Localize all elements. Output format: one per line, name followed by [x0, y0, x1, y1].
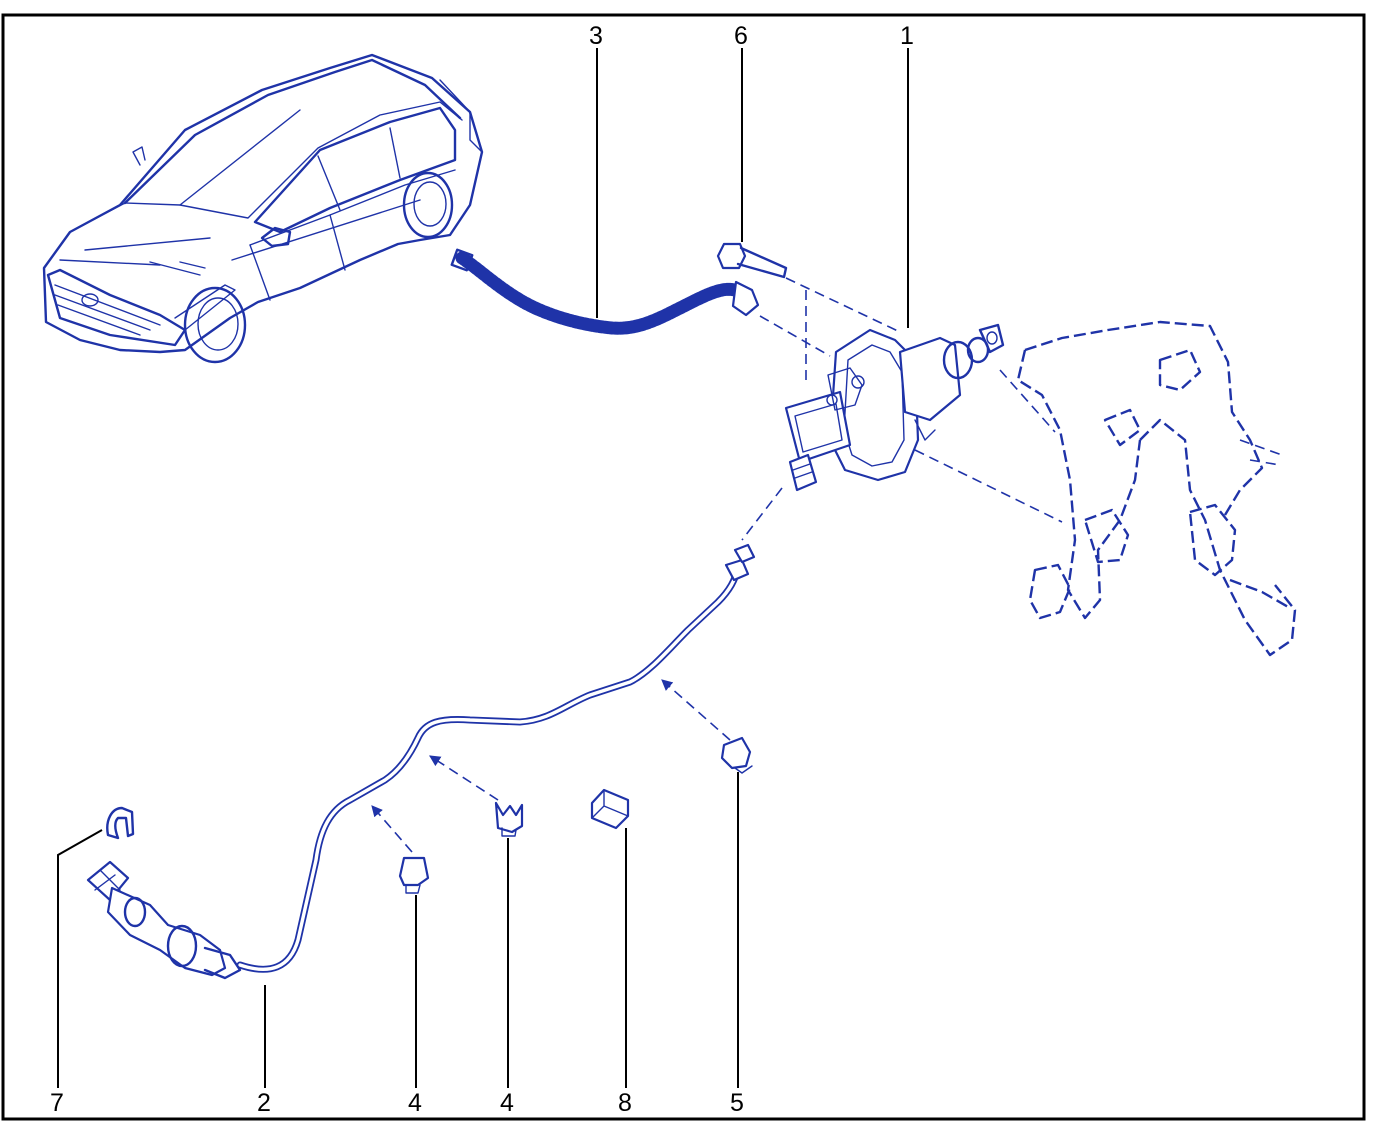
pipe-clip-4a: [398, 856, 430, 894]
clutch-pipe: [86, 543, 756, 980]
diagram-border: [1, 13, 1366, 1121]
pipe-clip-5: [720, 736, 753, 774]
pipe-clip-4b: [494, 801, 524, 837]
bolt: [716, 242, 901, 333]
callout-6: 6: [734, 22, 748, 50]
callout-3: 3: [589, 22, 603, 50]
pedal-bracket: [1016, 320, 1297, 657]
callout-8: 8: [618, 1089, 632, 1117]
callout-4a: 4: [408, 1089, 422, 1117]
retaining-clip: [106, 806, 135, 840]
supply-hose: [450, 248, 760, 335]
callout-labels: 1 2 3 4 4 5 6 7 8: [50, 22, 914, 1117]
callout-leaders: [57, 48, 909, 1088]
callout-5: 5: [730, 1089, 744, 1117]
vehicle-illustration: [42, 53, 484, 364]
assembly-lines: [741, 290, 1063, 541]
callout-1: 1: [900, 22, 914, 50]
spacer-nut: [590, 788, 630, 830]
callout-7: 7: [50, 1089, 64, 1117]
clutch-master-cylinder: [784, 323, 1005, 492]
callout-2: 2: [257, 1089, 271, 1117]
callout-4b: 4: [500, 1089, 514, 1117]
